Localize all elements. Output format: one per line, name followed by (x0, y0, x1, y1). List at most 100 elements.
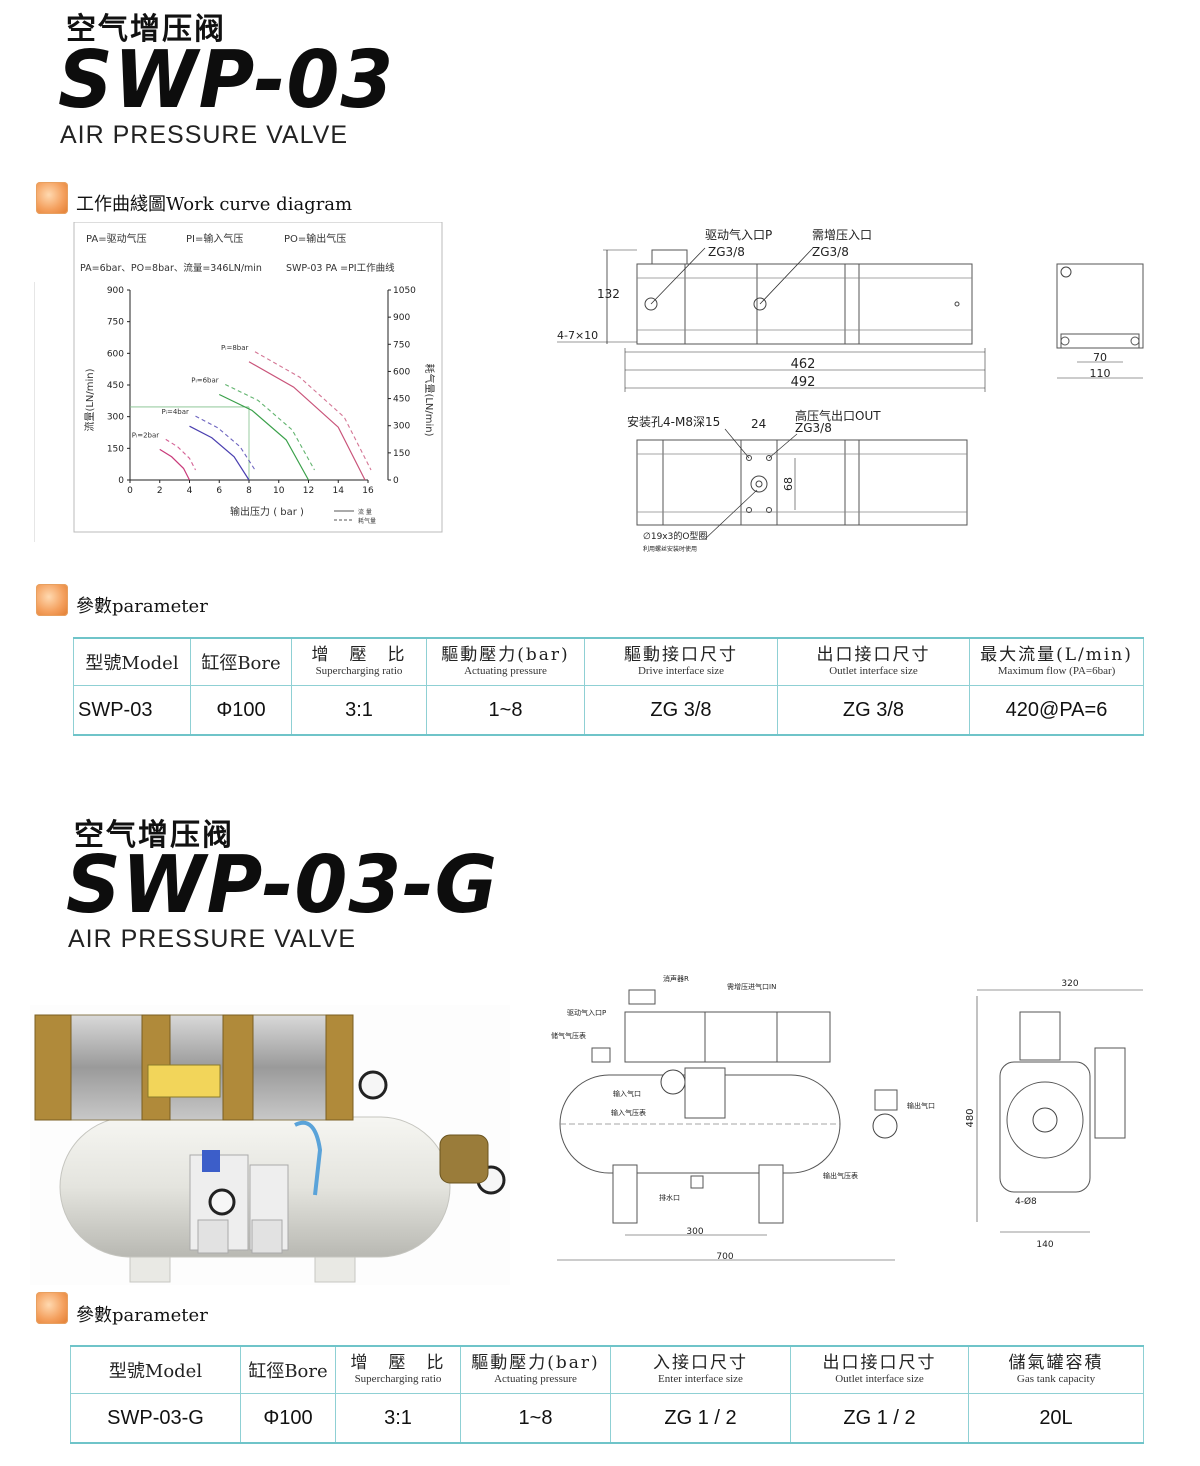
valve-end-view (1056, 263, 1144, 349)
chart-note-left: PA=6bar、PO=8bar、流量=346LN/min (80, 262, 262, 274)
dim-4holes: 4-Ø8 (1015, 1196, 1037, 1207)
drive-port-circle (644, 297, 658, 311)
cell-model: SWP-03 (73, 685, 191, 736)
section-bullet-icon (36, 182, 68, 214)
dim-700: 700 (716, 1252, 733, 1262)
regulator-valve (439, 1134, 489, 1184)
header-max-flow: 最大流量(L/min)Maximum flow (PA=6bar) (969, 637, 1144, 686)
oring-note: 利用螺丝安装时使用 (643, 545, 697, 553)
outlet-size: ZG3/8 (795, 421, 832, 435)
dim-462: 462 (791, 357, 816, 372)
x-tick-label: 2 (157, 486, 163, 496)
oring-label: ∅19x3的O型圈 (643, 530, 707, 542)
cell-max-flow: 420@PA=6 (969, 685, 1144, 736)
cell-actuating: 1~8 (426, 685, 585, 736)
output-port-label: 输出气口 (907, 1101, 935, 1110)
series-label-1: Pᵢ=4bar (162, 408, 190, 416)
cell-enter-size: ZG 1 / 2 (610, 1393, 791, 1444)
swp03g-dimension-drawing: 消声器R 需增压进气口IN 驱动气入口P 储气气压表 输入气口 输入气压表 输出… (551, 974, 1143, 1262)
y-tick-label-right: 900 (393, 313, 410, 323)
dim-24: 24 (751, 417, 766, 431)
x-tick-label: 10 (273, 486, 285, 496)
section-bullet-icon (36, 584, 68, 616)
x-tick-label: 8 (246, 486, 252, 496)
dim-132: 132 (597, 287, 620, 301)
drain-label: 排水口 (659, 1193, 680, 1202)
y-tick-label-left: 450 (107, 381, 124, 391)
g-booster-front (624, 1011, 831, 1063)
boost-in-label: 需增压进气口IN (727, 982, 776, 991)
cell-drive-size: ZG 3/8 (584, 685, 778, 736)
dim-68: 68 (782, 477, 795, 491)
input-gauge-label: 输入气压表 (611, 1108, 646, 1117)
chart-ylabel-right: 耗气量(LN/min) (423, 363, 436, 436)
header-bore: 缸徑Bore (240, 1345, 336, 1394)
section-bullet-icon (36, 1292, 68, 1324)
product-photo (30, 1005, 510, 1285)
tank-gauge-label: 储气气压表 (551, 1031, 586, 1040)
header-actuating: 驅動壓力(bar)Actuating pressure (426, 637, 585, 686)
header-actuating: 驅動壓力(bar)Actuating pressure (460, 1345, 611, 1394)
product-title-cn-2: 空气增压阀 (74, 818, 234, 853)
series-label-0: Pᵢ=2bar (132, 431, 160, 439)
dim-70: 70 (1093, 351, 1107, 364)
x-tick-label: 14 (333, 486, 345, 496)
cell-bore: Φ100 (240, 1393, 336, 1444)
series-label-3: Pᵢ=8bar (221, 344, 249, 352)
drive-inlet-label: 驱动气入口P (705, 227, 772, 242)
tank-gauge-icon (358, 1070, 388, 1100)
chart-ylabel-left: 流量(LN/min) (83, 368, 96, 431)
param-heading-1: 參數parameter (76, 596, 208, 617)
swp03-dimension-drawing: 驱动气入口P ZG3/8 需增压入口 ZG3/8 132 4-7×10 462 … (557, 227, 1144, 553)
cell-outlet-size: ZG 3/8 (777, 685, 970, 736)
y-tick-label-right: 600 (393, 367, 410, 377)
cell-tank-capacity: 20L (968, 1393, 1144, 1444)
y-tick-label-left: 600 (107, 349, 124, 359)
curve-heading: 工作曲綫圖Work curve diagram (76, 194, 353, 215)
input-port-label: 输入气口 (613, 1089, 641, 1098)
cell-ratio: 3:1 (291, 685, 427, 736)
x-tick-label: 0 (127, 486, 133, 496)
cell-outlet-size: ZG 1 / 2 (790, 1393, 969, 1444)
boost-port-circle (753, 297, 767, 311)
dim-140: 140 (1036, 1240, 1053, 1250)
dim-holes: 4-7×10 (557, 329, 598, 342)
product-model: SWP-03 (58, 32, 395, 127)
boost-inlet-size: ZG3/8 (812, 245, 849, 259)
header-model: 型號Model (73, 637, 191, 686)
header-model: 型號Model (70, 1345, 241, 1394)
y-tick-label-left: 0 (118, 476, 124, 486)
product-subtitle: AIR PRESSURE VALVE (60, 121, 348, 149)
y-tick-label-left: 750 (107, 318, 124, 328)
dim-492: 492 (791, 375, 816, 390)
y-tick-label-right: 150 (393, 449, 410, 459)
legend-top-pi: PI=输入气压 (186, 232, 243, 245)
boost-inlet-label: 需增压入口 (812, 228, 872, 242)
mount-holes-label: 安装孔4-M8深15 (627, 414, 720, 429)
g-drive-in-label: 驱动气入口P (567, 1008, 606, 1017)
product-title-cn: 空气增压阀 (66, 12, 226, 47)
outlet-label: 高压气出口OUT (795, 408, 881, 423)
drive-inlet-size: ZG3/8 (708, 245, 745, 259)
y-tick-label-right: 0 (393, 476, 399, 486)
legend-consumption: 耗气量 (358, 517, 376, 525)
cell-model: SWP-03-G (70, 1393, 241, 1444)
valve-body-top (636, 263, 973, 345)
chart-xlabel: 输出压力 ( bar ) (230, 505, 304, 518)
series-label-2: Pᵢ=6bar (191, 377, 219, 385)
y-tick-label-right: 750 (393, 340, 410, 350)
x-tick-label: 16 (362, 486, 374, 496)
x-tick-label: 12 (303, 486, 314, 496)
cell-bore: Φ100 (190, 685, 292, 736)
work-curve-chart: PA=驱动气压 PI=输入气压 PO=输出气压 PA=6bar、PO=8bar、… (34, 222, 443, 542)
x-tick-label: 4 (187, 486, 193, 496)
